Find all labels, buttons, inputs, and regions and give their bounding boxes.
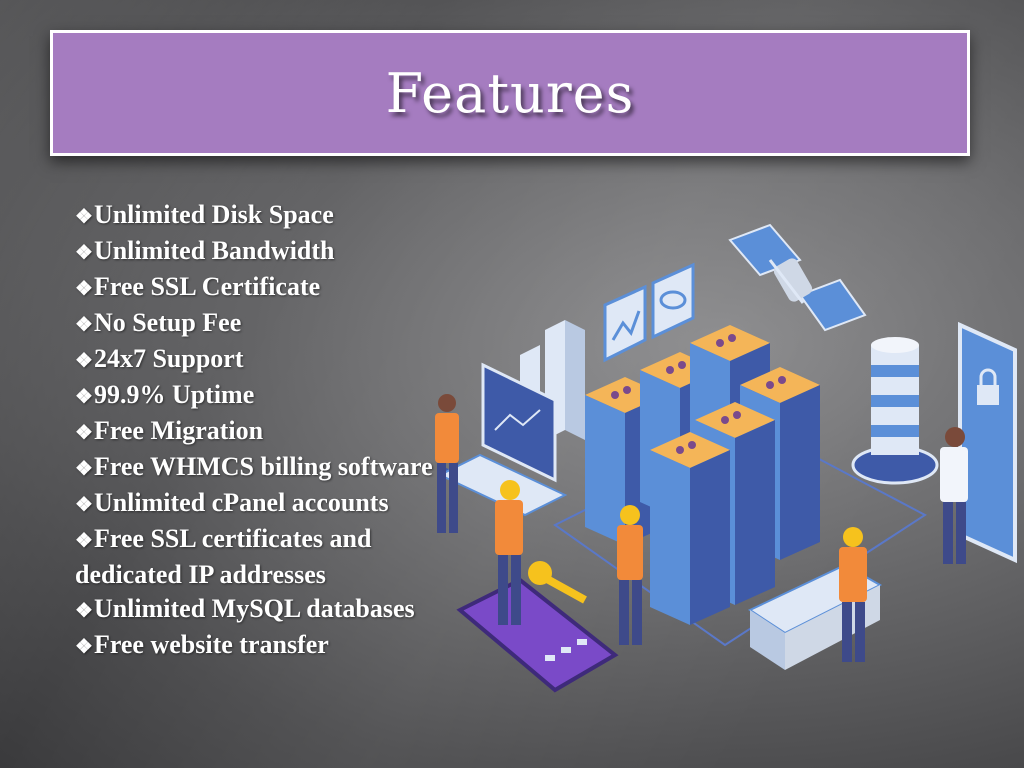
feature-text: Unlimited MySQL databases (93, 594, 415, 623)
feature-text: Free Migration (93, 416, 264, 445)
list-item: ❖No Setup Fee (75, 306, 435, 342)
feature-text: Free SSL Certificate (93, 272, 321, 301)
diamond-bullet-icon: ❖ (75, 386, 93, 408)
worker-figure (839, 527, 867, 662)
server-rack-group (585, 325, 820, 625)
feature-text: Free WHMCS billing software (93, 452, 433, 481)
feature-list: ❖Unlimited Disk Space ❖Unlimited Bandwid… (75, 198, 435, 664)
list-item: ❖Free SSL Certificate (75, 270, 435, 306)
smartphone-icon (456, 577, 619, 693)
list-item: ❖24x7 Support (75, 342, 435, 378)
feature-text: 99.9% Uptime (93, 380, 255, 409)
lock-phone-icon (958, 321, 1017, 564)
list-item: ❖Free SSL certificates and dedicated IP … (75, 522, 435, 592)
key-icon (528, 561, 587, 604)
satellite-icon (728, 223, 867, 332)
diamond-bullet-icon: ❖ (75, 350, 93, 372)
stats-towers (481, 320, 585, 483)
list-item: ❖Free Migration (75, 414, 435, 450)
feature-text: Unlimited Bandwidth (93, 236, 335, 265)
feature-text: 24x7 Support (93, 344, 244, 373)
worker-figure (495, 480, 523, 625)
list-item: ❖Free website transfer (75, 628, 435, 664)
list-item: ❖Free WHMCS billing software (75, 450, 435, 486)
diamond-bullet-icon: ❖ (75, 636, 93, 658)
diamond-bullet-icon: ❖ (75, 314, 93, 336)
chart-card-icon (603, 284, 647, 363)
feature-text: Unlimited Disk Space (93, 200, 334, 229)
feature-text: Free website transfer (93, 630, 329, 659)
list-item: ❖Unlimited Disk Space (75, 198, 435, 234)
worker-figure (617, 505, 643, 645)
feature-text: Unlimited cPanel accounts (93, 488, 389, 517)
diamond-bullet-icon: ❖ (75, 494, 93, 516)
worker-figure (940, 427, 968, 564)
diamond-bullet-icon: ❖ (75, 242, 93, 264)
cloud-card-icon (651, 262, 695, 340)
worker-figure (435, 394, 459, 533)
diamond-bullet-icon: ❖ (75, 422, 93, 444)
title-banner: Features (50, 30, 970, 156)
feature-text: Free SSL certificates and dedicated IP a… (75, 524, 372, 589)
list-item: ❖Unlimited MySQL databases (75, 592, 435, 628)
hosting-illustration (435, 223, 1017, 693)
server-rack (650, 432, 730, 625)
list-item: ❖Unlimited cPanel accounts (75, 486, 435, 522)
diamond-bullet-icon: ❖ (75, 206, 93, 228)
feature-text: No Setup Fee (93, 308, 242, 337)
diamond-bullet-icon: ❖ (75, 278, 93, 300)
diamond-bullet-icon: ❖ (75, 600, 93, 622)
list-item: ❖Unlimited Bandwidth (75, 234, 435, 270)
page-title: Features (385, 61, 635, 125)
database-cylinder-icon (851, 337, 939, 485)
list-item: ❖99.9% Uptime (75, 378, 435, 414)
diamond-bullet-icon: ❖ (75, 458, 93, 480)
diamond-bullet-icon: ❖ (75, 530, 93, 552)
